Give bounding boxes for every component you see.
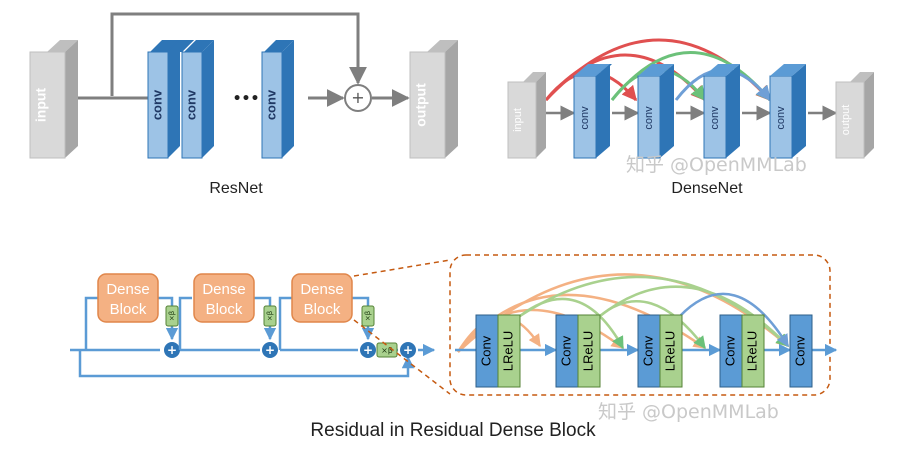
- rrdb-final-scale: ×β: [376, 342, 398, 358]
- detail-conv-lrelu-pair: Conv LReLU: [637, 314, 683, 388]
- rrdb-dense-block: Dense Block ×β +: [178, 273, 278, 358]
- rrdb-add-node: [360, 342, 376, 358]
- resnet-conv-label: conv: [149, 89, 164, 120]
- densenet-output-label: output: [840, 105, 852, 136]
- densenet-conv-block: conv: [573, 64, 612, 159]
- dense-block-line2: Block: [304, 301, 341, 318]
- beta-scale-label: ×β: [364, 311, 372, 321]
- beta-scale-label: ×β: [381, 346, 393, 355]
- lrelu-label: LReLU: [500, 331, 515, 371]
- densenet-conv-label: conv: [775, 106, 787, 130]
- detail-conv-final: Conv: [789, 314, 813, 388]
- rrdb-plus-sign: +: [265, 343, 275, 357]
- dense-block-line1: Dense: [202, 281, 245, 298]
- conv-label: Conv: [478, 335, 493, 366]
- zoom-guide-line: [353, 259, 451, 277]
- rrdb-dense-block: Dense Block ×β +: [84, 273, 180, 358]
- dense-block-detail-frame: [449, 254, 831, 396]
- resnet-input-label: input: [33, 88, 49, 123]
- detail-conv-lrelu-pair: Conv LReLU: [719, 314, 765, 388]
- watermark: 知乎 @OpenMMLab: [626, 154, 807, 176]
- rrdb-diagram: Dense Block ×β + Dense Block ×β + De: [70, 254, 838, 441]
- resnet-conv-label: conv: [183, 89, 198, 120]
- resnet-conv-label: conv: [263, 89, 278, 120]
- densenet-input-label: input: [512, 108, 524, 132]
- rrdb-outer-skip: [78, 350, 415, 378]
- resnet-ellipsis: •••: [233, 91, 260, 107]
- densenet-conv-block: conv: [637, 64, 674, 159]
- densenet-conv-block: conv: [703, 64, 740, 159]
- detail-arc-blue: [679, 292, 790, 348]
- resnet-output-label: output: [413, 83, 429, 127]
- rrdb-add-node: [164, 342, 180, 358]
- resnet-skip-arrow: [110, 12, 367, 96]
- dense-block-line1: Dense: [106, 281, 149, 298]
- densenet-conv-label: conv: [643, 106, 655, 130]
- densenet-conv-label: conv: [709, 106, 721, 130]
- resnet-plus-sign: +: [351, 88, 364, 107]
- detail-arc-green: [599, 300, 706, 349]
- rrdb-add-node: [262, 342, 278, 358]
- lrelu-label: LReLU: [580, 331, 595, 371]
- dense-block-line1: Dense: [300, 281, 343, 298]
- resnet-conv-block: conv: [181, 40, 214, 159]
- densenet-diagram: input conv conv conv conv: [507, 38, 874, 197]
- rrdb-plus-sign: +: [363, 343, 373, 357]
- resnet-conv-block: conv: [147, 40, 194, 159]
- resnet-diagram: input conv conv ••• conv +: [29, 12, 458, 197]
- beta-scale-label: ×β: [168, 311, 176, 321]
- rrdb-add-node: [400, 342, 416, 358]
- detail-arc-green: [519, 297, 625, 350]
- rrdb-caption: Residual in Residual Dense Block: [310, 420, 596, 441]
- conv-label: Conv: [792, 335, 807, 366]
- densenet-caption: DenseNet: [671, 180, 743, 197]
- conv-label: Conv: [640, 335, 655, 366]
- resnet-output-block: output: [409, 40, 458, 159]
- resnet-input-block: input: [29, 40, 78, 159]
- densenet-output-block: output: [835, 72, 874, 159]
- conv-label: Conv: [558, 335, 573, 366]
- lrelu-label: LReLU: [662, 331, 677, 371]
- conv-label: Conv: [722, 335, 737, 366]
- dense-block-line2: Block: [110, 301, 147, 318]
- resnet-caption: ResNet: [209, 180, 263, 197]
- detail-conv-lrelu-pair: Conv LReLU: [475, 314, 521, 388]
- watermark: 知乎 @OpenMMLab: [598, 401, 779, 423]
- densenet-conv-block: conv: [769, 64, 806, 159]
- resnet-conv-block: conv: [261, 40, 294, 159]
- detail-conv-lrelu-pair: Conv LReLU: [555, 314, 601, 388]
- resnet-add-node: +: [344, 84, 372, 112]
- densenet-input-block: input: [507, 72, 546, 159]
- densenet-conv-label: conv: [579, 106, 591, 130]
- beta-scale-label: ×β: [266, 311, 274, 321]
- rrdb-plus-sign: +: [403, 343, 413, 357]
- lrelu-label: LReLU: [744, 331, 759, 371]
- dense-block-line2: Block: [206, 301, 243, 318]
- rrdb-plus-sign: +: [167, 343, 177, 357]
- rrdb-dense-block: Dense Block ×β +: [278, 273, 376, 358]
- zoom-guide-line: [353, 319, 451, 395]
